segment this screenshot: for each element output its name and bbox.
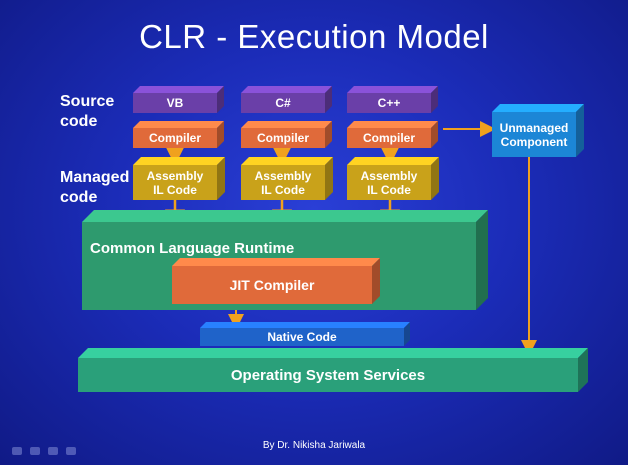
jit-compiler-box-shape [172, 258, 380, 304]
language-box-1-front-face [133, 93, 217, 113]
compiler-box-3: Compiler [347, 121, 438, 148]
assembly-box-2-front-face [241, 165, 325, 200]
source-code-label: Source code [60, 92, 114, 132]
compiler-box-1: Compiler [133, 121, 224, 148]
managed-code-label: Managed code [60, 168, 129, 208]
os-services-box-shape [78, 348, 588, 392]
slide-title: CLR - Execution Model [139, 18, 489, 55]
assembly-box-3-label: Assembly IL Code [360, 168, 418, 197]
language-box-1-label: VB [166, 96, 184, 110]
compiler-box-3-label: Compiler [362, 131, 415, 145]
native-code-box-front-face [200, 328, 404, 346]
assembly-box-1-front-face [133, 165, 217, 200]
assembly-box-2-top-face [241, 157, 333, 165]
compiler-box-2-top-face [241, 121, 332, 128]
compiler-box-3-top-face [347, 121, 438, 128]
managed-code-text: Managed code [60, 169, 130, 206]
unmanaged-component-box-top-face [492, 104, 584, 112]
language-box-3-shape [347, 86, 438, 113]
source-code-text: Source code [60, 93, 115, 130]
unmanaged-component-box-label: Unmanaged Component [499, 120, 569, 149]
assembly-box-1-side-face [217, 157, 225, 200]
footer-credit: By Dr. Nikisha Jariwala [262, 440, 366, 451]
compiler-box-1-front-face [133, 128, 217, 148]
language-box-2-label: C# [275, 96, 291, 110]
compiler-box-2-side-face [325, 121, 332, 148]
compiler-box-1-side-face [217, 121, 224, 148]
assembly-box-2-label: Assembly IL Code [254, 168, 312, 197]
assembly-box-3-shape [347, 157, 439, 200]
language-box-2: C# [241, 86, 332, 113]
language-box-2-top-face [241, 86, 332, 93]
compiler-box-3-shape [347, 121, 438, 148]
compiler-box-1-top-face [133, 121, 224, 128]
unmanaged-component-box-shape [492, 104, 584, 157]
os-services-box: Operating System Services [78, 348, 588, 392]
language-box-1-top-face [133, 86, 224, 93]
clr-box-top-face [82, 210, 488, 222]
assembly-box-1: Assembly IL Code [133, 157, 225, 200]
assembly-box-3-front-face [347, 165, 431, 200]
native-code-box: Native Code [200, 322, 410, 346]
assembly-box-1-label: Assembly IL Code [146, 168, 204, 197]
language-box-3-side-face [431, 86, 438, 113]
os-services-box-label: Operating System Services [230, 366, 426, 384]
unmanaged-component-box: Unmanaged Component [492, 104, 584, 157]
os-services-box-top-face [78, 348, 588, 358]
compiler-box-3-front-face [347, 128, 431, 148]
back-control-icon[interactable] [12, 447, 22, 455]
jit-compiler-box-side-face [372, 258, 380, 304]
language-box-3: C++ [347, 86, 438, 113]
clr-box-label: Common Language Runtime [90, 240, 295, 257]
language-box-3-front-face [347, 93, 431, 113]
next-control-icon[interactable] [66, 447, 76, 455]
assembly-box-3-top-face [347, 157, 439, 165]
language-box-1-shape [133, 86, 224, 113]
language-box-1: VB [133, 86, 224, 113]
clr-box-side-face [476, 210, 488, 310]
native-code-box-label: Native Code [267, 330, 337, 344]
jit-compiler-box: JIT Compiler [172, 258, 380, 304]
native-code-box-side-face [404, 322, 410, 346]
language-box-2-shape [241, 86, 332, 113]
compiler-box-3-side-face [431, 121, 438, 148]
assembly-box-2-shape [241, 157, 333, 200]
assembly-box-2: Assembly IL Code [241, 157, 333, 200]
language-box-2-front-face [241, 93, 325, 113]
native-code-box-shape [200, 322, 410, 346]
language-box-2-side-face [325, 86, 332, 113]
native-code-box-top-face [200, 322, 410, 328]
compiler-box-1-label: Compiler [148, 131, 201, 145]
unmanaged-component-box-side-face [576, 104, 584, 157]
os-services-box-front-face [78, 358, 578, 392]
jit-compiler-box-top-face [172, 258, 380, 266]
language-box-3-label: C++ [377, 96, 401, 110]
assembly-box-1-shape [133, 157, 225, 200]
compiler-box-2-front-face [241, 128, 325, 148]
assembly-box-3-side-face [431, 157, 439, 200]
unmanaged-component-box-front-face [492, 112, 576, 157]
jit-compiler-box-front-face [172, 266, 372, 304]
assembly-box-3: Assembly IL Code [347, 157, 439, 200]
compiler-box-2-label: Compiler [256, 131, 309, 145]
os-services-box-side-face [578, 348, 588, 392]
jit-compiler-box-label: JIT Compiler [229, 277, 315, 293]
compiler-box-2-shape [241, 121, 332, 148]
language-box-3-top-face [347, 86, 438, 93]
compiler-box-2: Compiler [241, 121, 332, 148]
language-box-1-side-face [217, 86, 224, 113]
assembly-box-1-top-face [133, 157, 225, 165]
menu-control-icon[interactable] [48, 447, 58, 455]
compiler-box-1-shape [133, 121, 224, 148]
pen-control-icon[interactable] [30, 447, 40, 455]
assembly-box-2-side-face [325, 157, 333, 200]
